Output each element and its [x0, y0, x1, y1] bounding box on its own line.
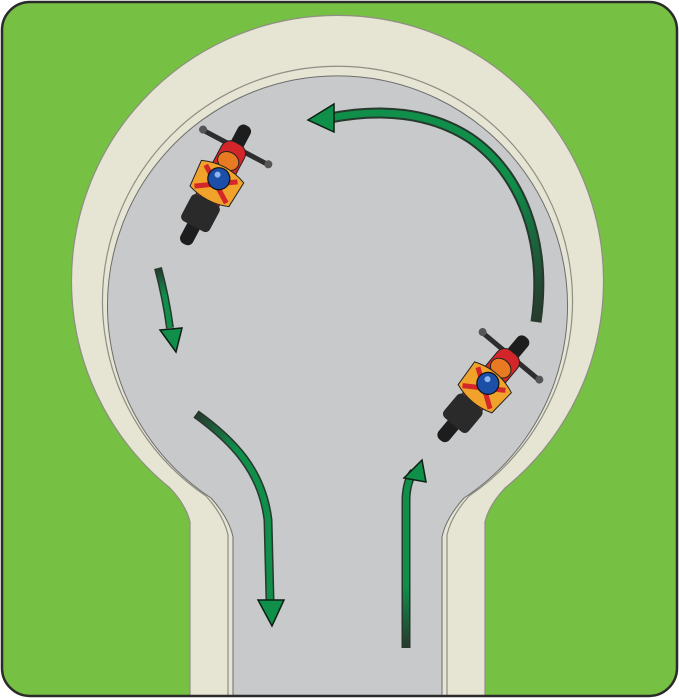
- u-turn-diagram: [0, 0, 679, 698]
- diagram-canvas: [0, 0, 679, 698]
